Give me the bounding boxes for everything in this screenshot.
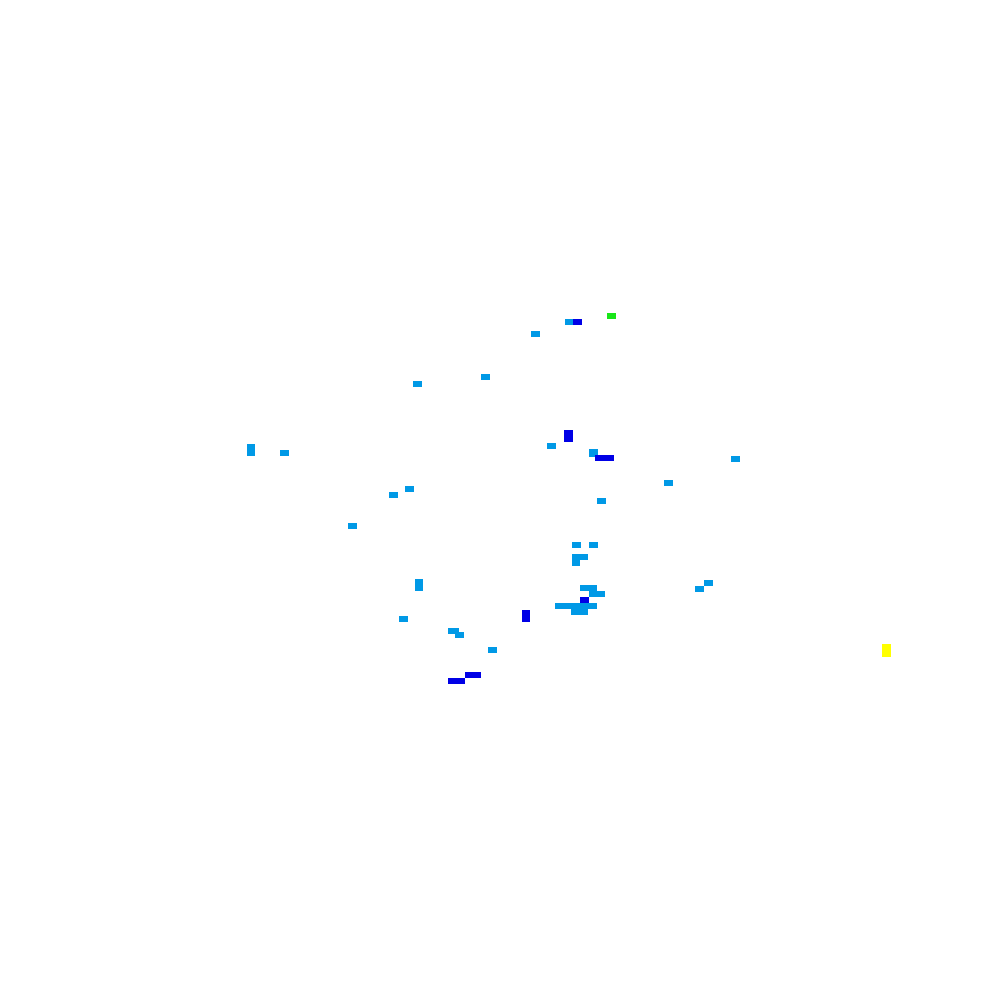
heatmap-cell-low [415, 585, 423, 591]
heatmap-cell-low [247, 444, 255, 456]
heatmap-cell-low [565, 319, 575, 325]
heatmap-cell-very-low [595, 455, 614, 461]
heatmap-cell-low [695, 586, 704, 592]
heatmap-cell-low [531, 331, 540, 337]
heatmap-cell-low [389, 492, 398, 498]
heatmap-cell-low [664, 480, 673, 486]
heatmap-cell-low [413, 381, 422, 387]
heatmap-cell-low [455, 632, 464, 638]
heatmap-cell-low [597, 498, 606, 504]
heatmap-cell-low [571, 609, 588, 615]
heatmap-cell-very-low [564, 430, 573, 442]
heatmap-cell-very-low [522, 610, 530, 622]
heatmap-cell-low [547, 443, 556, 449]
heatmap-cell-low [589, 449, 598, 457]
heatmap-cell-very-low [448, 678, 465, 684]
heatmap-cell-low [280, 450, 289, 456]
heatmap-cell-low [415, 579, 423, 585]
heatmap-cell-low [580, 585, 597, 591]
heatmap-cell-very-low [580, 597, 589, 603]
heatmap-cell-low [481, 374, 490, 380]
heatmap-cell-low [704, 580, 713, 586]
heatmap-cell-medium [607, 313, 616, 319]
heatmap-cell-low [572, 554, 588, 560]
heatmap-cell-low [348, 523, 357, 529]
heatmap-cell-high [882, 644, 891, 657]
heatmap-cell-very-low [573, 319, 582, 325]
heatmap-cell-low [589, 542, 598, 548]
heatmap-cell-low [405, 486, 414, 492]
heatmap-cell-very-low [465, 672, 481, 678]
heatmap-cell-low [572, 560, 580, 566]
heatmap-cell-low [555, 603, 597, 609]
heatmap-cell-low [589, 591, 605, 597]
heatmap-cell-low [448, 628, 459, 634]
heatmap-cell-low [572, 542, 581, 548]
heatmap-cell-low [488, 647, 497, 653]
heatmap-cell-low [731, 456, 740, 462]
heatmap-cell-low [399, 616, 408, 622]
